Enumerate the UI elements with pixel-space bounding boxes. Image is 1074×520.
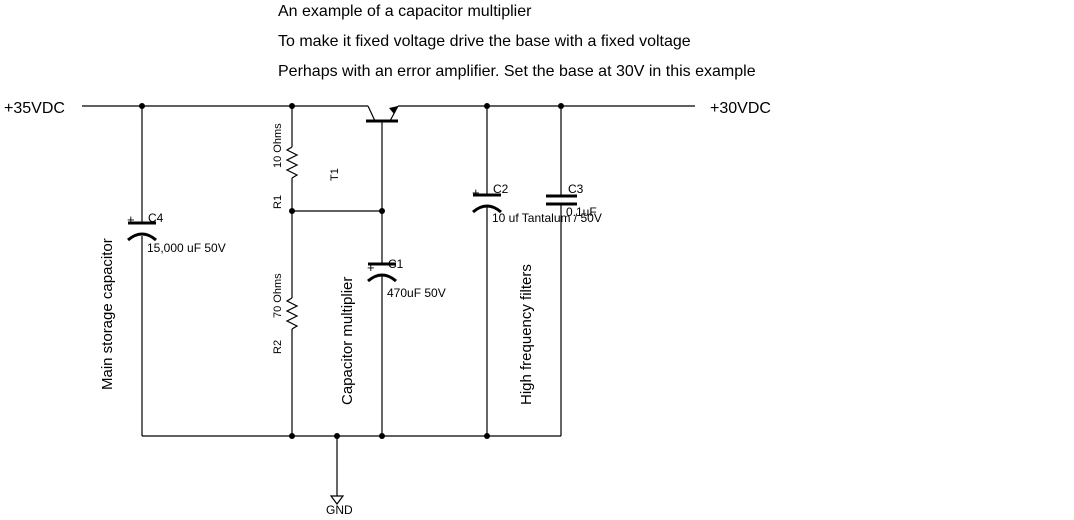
main-storage-annotation: Main storage capacitor: [99, 238, 116, 390]
hf-filters-annotation: High frequency filters: [518, 264, 535, 405]
c4-capacitor-symbol: [127, 221, 157, 242]
note-line-1: An example of a capacitor multiplier: [278, 3, 532, 20]
note-line-2: To make it fixed voltage drive the base …: [278, 33, 691, 50]
c3-ref-label: C3: [568, 182, 584, 196]
r2-ref-label: R2: [272, 340, 284, 354]
r2-resistor-symbol: [285, 297, 299, 330]
c1-ref-label: C1: [388, 257, 404, 271]
c1-value-label: 470uF 50V: [387, 286, 446, 300]
junction-dots: [139, 103, 564, 439]
c1-plus-mark: +: [367, 260, 375, 275]
note-line-3: Perhaps with an error amplifier. Set the…: [278, 63, 756, 80]
c4-ref-label: C4: [148, 211, 164, 225]
r1-resistor-symbol: [285, 146, 299, 179]
c4-plus-mark: +: [127, 212, 135, 227]
r2-value-label: 70 Ohms: [272, 273, 284, 318]
cap-multiplier-annotation: Capacitor multiplier: [339, 277, 356, 405]
c2-plus-mark: +: [472, 185, 480, 200]
t1-transistor-symbol: [366, 105, 399, 123]
c3-capacitor-symbol: [546, 194, 577, 206]
c2-capacitor-symbol: [472, 193, 502, 214]
input-rail-label: +35VDC: [4, 100, 65, 117]
ground-symbol: [329, 495, 345, 505]
c1-capacitor-symbol: [367, 262, 397, 283]
t1-ref-label: T1: [329, 168, 341, 181]
output-rail-label: +30VDC: [710, 100, 771, 117]
c2-value-label: 10 uf Tantalum / 50V: [492, 211, 602, 225]
c2-ref-label: C2: [493, 182, 509, 196]
r1-ref-label: R1: [272, 195, 284, 209]
ground-label: GND: [326, 503, 353, 517]
c4-value-label: 15,000 uF 50V: [147, 241, 226, 255]
c3-value-label: 0.1uF: [566, 205, 597, 219]
r1-value-label: 10 Ohms: [272, 123, 284, 168]
